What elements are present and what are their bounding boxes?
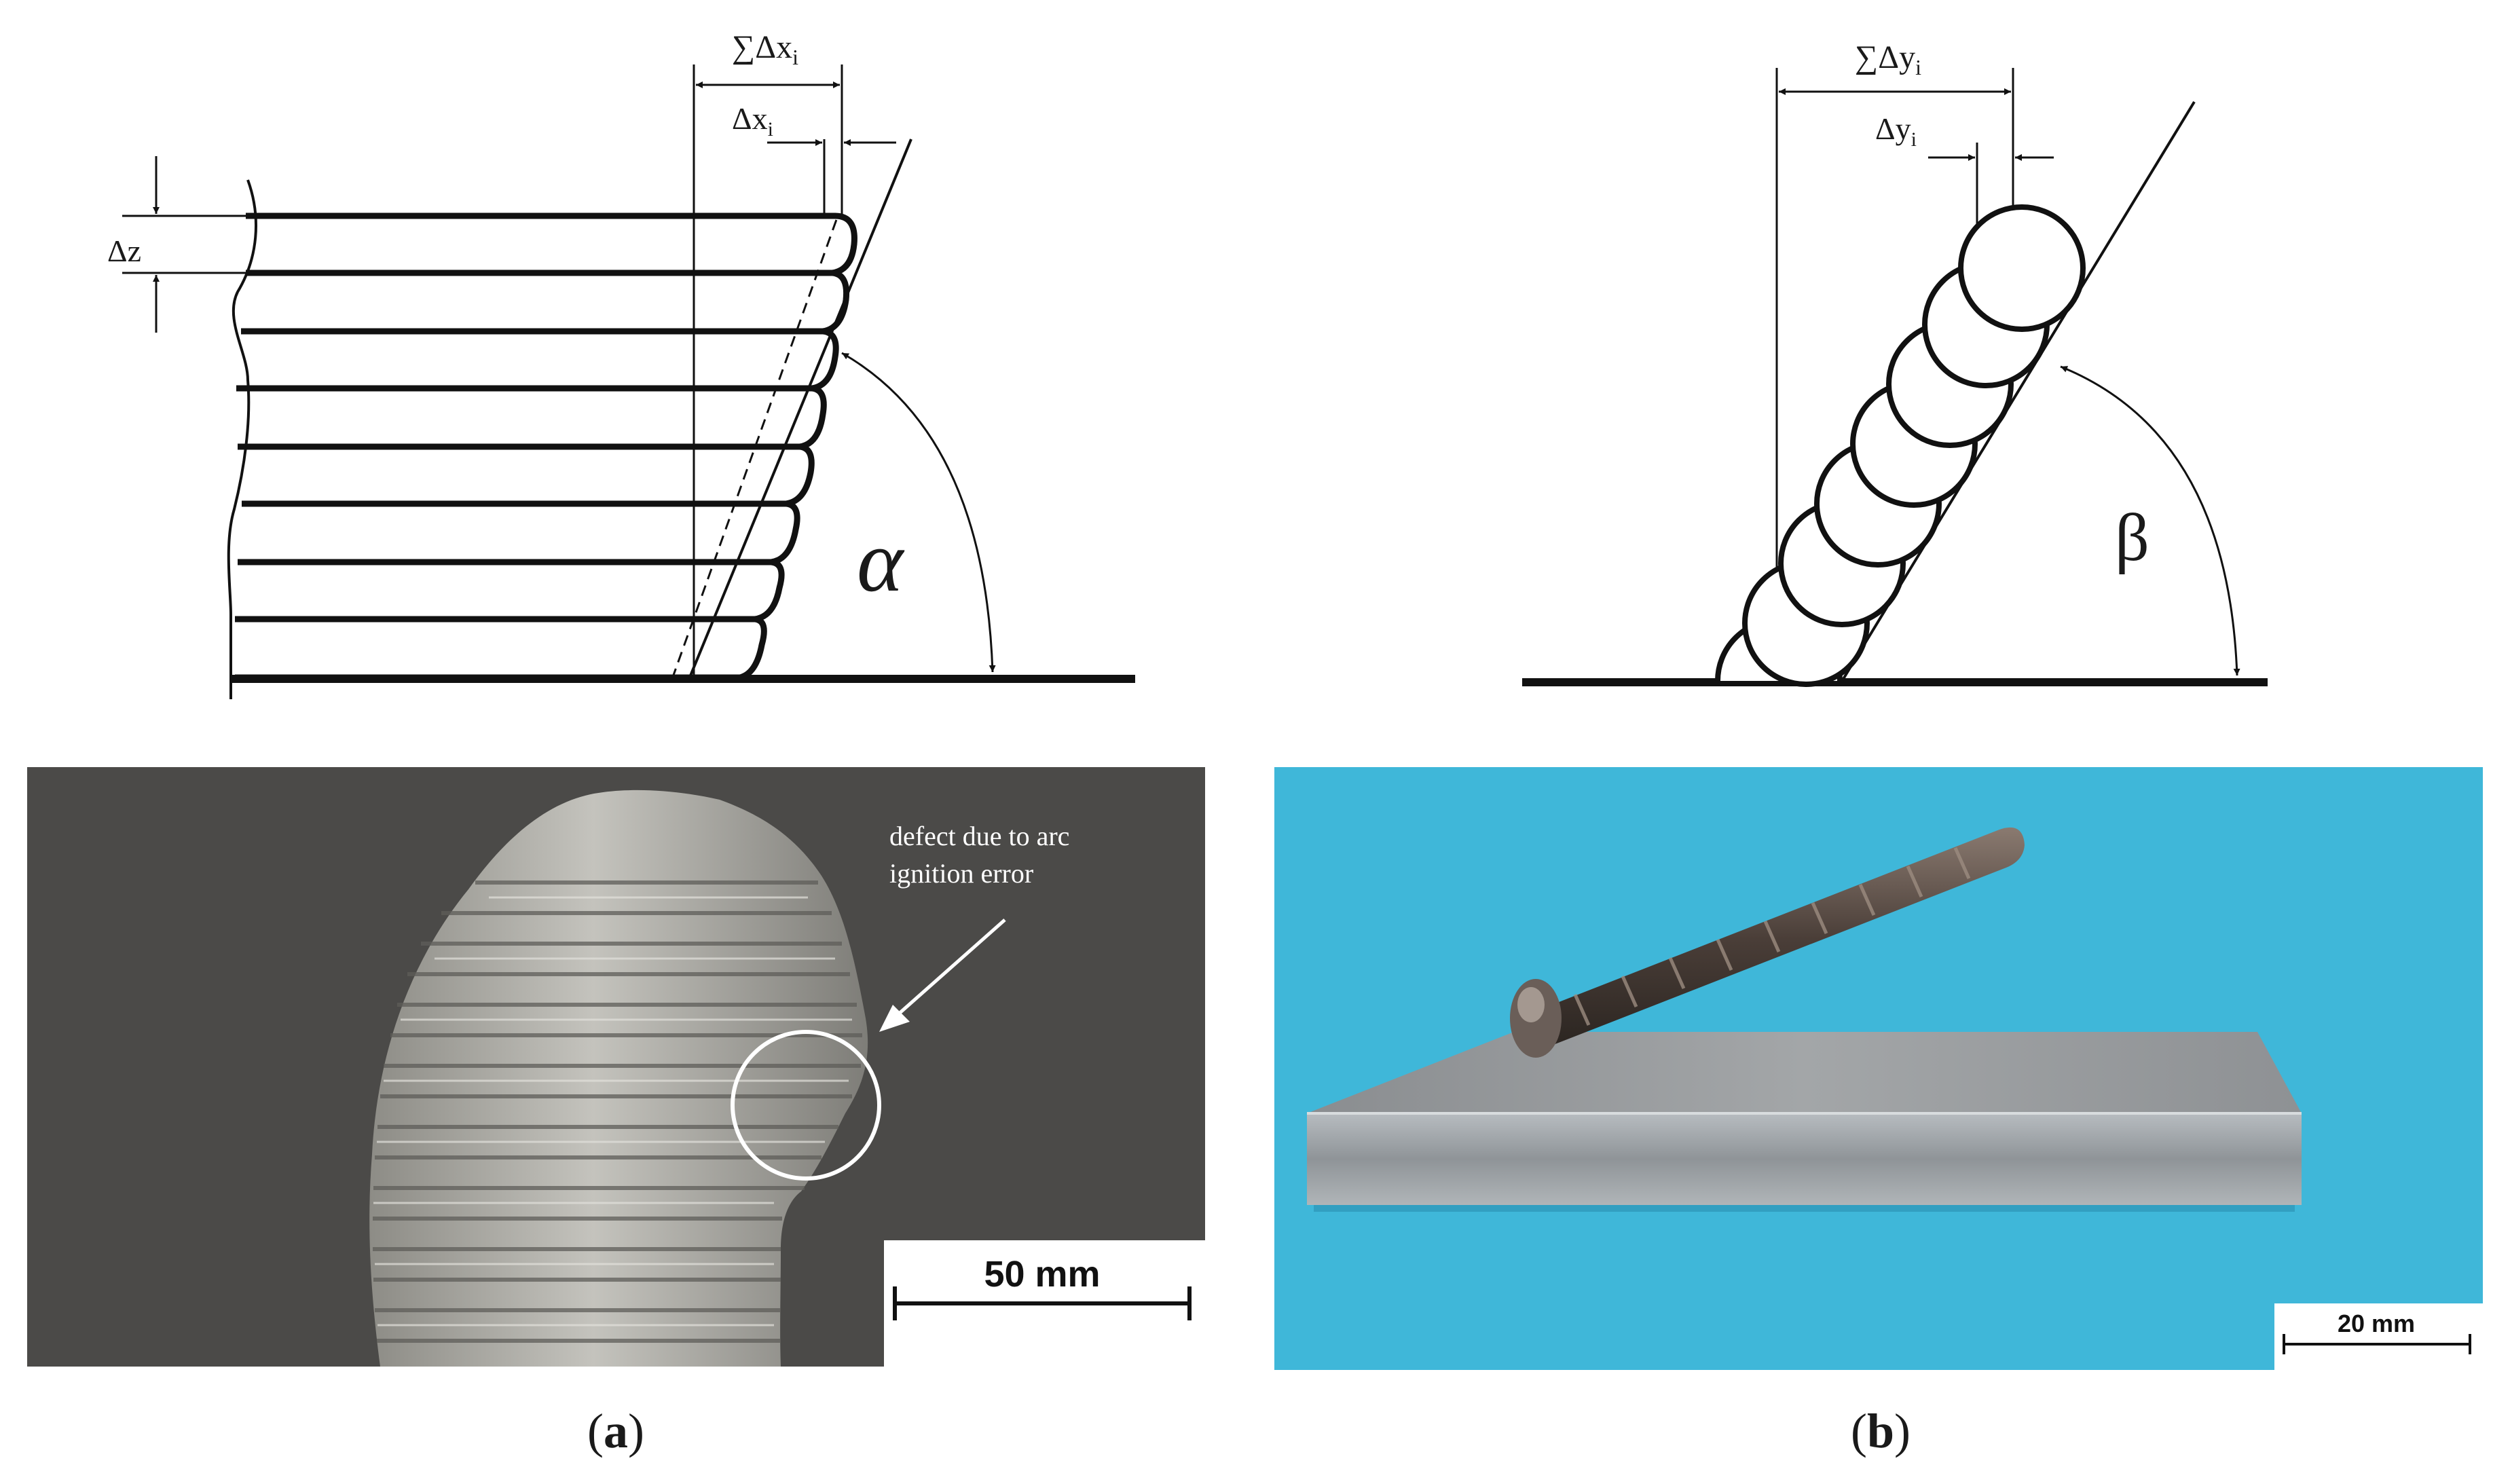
photo-b-plate-side bbox=[1307, 1113, 2302, 1205]
photo-a-annotation-line2: ignition error bbox=[889, 858, 1033, 889]
photo-b-scale-box bbox=[2274, 1303, 2483, 1370]
diagram-a-slope-line bbox=[688, 138, 912, 680]
photo-b-bead-base-highlight bbox=[1517, 987, 1545, 1022]
diagram-a-layers bbox=[235, 212, 857, 681]
diagram-a-dz-label: Δz bbox=[107, 234, 141, 268]
caption-b: (b) bbox=[1851, 1404, 1911, 1458]
photo-a-layer-ridges bbox=[373, 880, 862, 1343]
diagram-b-sum-dy-label: ∑Δyi bbox=[1855, 39, 1921, 79]
diagram-a-angle-alpha: α bbox=[857, 513, 905, 610]
photo-a-highlights bbox=[373, 896, 852, 1327]
diagram-a: ∑Δxi Δxi Δz α bbox=[107, 29, 1135, 699]
diagram-a-sum-dx-label: ∑Δxi bbox=[732, 29, 798, 69]
photo-b-bead-ripples bbox=[1573, 847, 1971, 1026]
diagram-a-dashed-line bbox=[671, 215, 839, 680]
diagram-b-angle-beta: β bbox=[2115, 500, 2149, 575]
photo-a-annotation-line1: defect due to arc bbox=[889, 821, 1069, 851]
diagram-a-dx-label: Δxi bbox=[732, 101, 773, 141]
diagram-b: ∑Δyi Δyi β bbox=[1522, 39, 2268, 687]
photo-a-deposited-wall bbox=[369, 790, 868, 1367]
diagram-b-beads bbox=[1715, 204, 2086, 687]
diagram-a-angle-arc bbox=[841, 352, 996, 673]
photo-a-annotation-arrowhead bbox=[879, 1005, 910, 1032]
photo-a-annotation-arrow bbox=[885, 919, 1006, 1026]
photo-b: 20 mm bbox=[1274, 767, 2483, 1370]
photo-a-scale-label: 50 mm bbox=[984, 1254, 1100, 1295]
diagram-b-angle-arc bbox=[2060, 365, 2240, 676]
photo-a: defect due to arc ignition error 50 mm bbox=[27, 767, 1205, 1367]
photo-b-scale-label: 20 mm bbox=[2338, 1310, 2415, 1337]
photo-a-defect-circle bbox=[731, 1030, 881, 1181]
diagram-b-dy-label: Δyi bbox=[1875, 111, 1917, 151]
diagram-a-left-boundary bbox=[227, 179, 257, 699]
photo-b-plate-shadow bbox=[1314, 1205, 2295, 1212]
photo-b-plate-top bbox=[1307, 1032, 2302, 1113]
caption-a: (a) bbox=[587, 1404, 644, 1458]
